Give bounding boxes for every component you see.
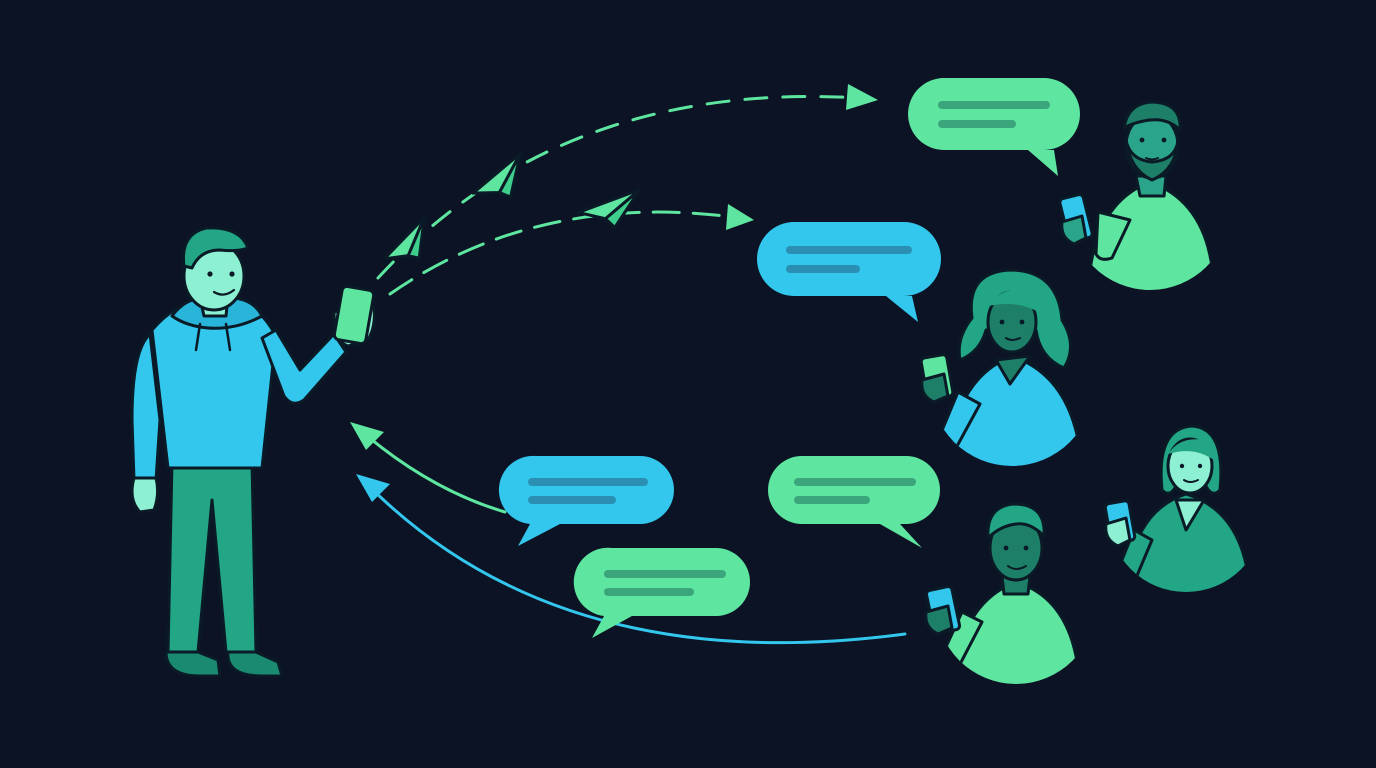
paper-plane-icon — [576, 188, 642, 230]
incoming-arcs — [350, 422, 907, 645]
recipient-man — [924, 502, 1082, 684]
sender-person — [130, 226, 376, 678]
incoming-bubble-green-left — [573, 547, 750, 638]
outgoing-arcs — [376, 84, 878, 296]
paper-planes — [382, 151, 642, 261]
recipient-short-hair-woman — [1103, 424, 1252, 592]
incoming-arc-lower — [363, 480, 907, 645]
paper-plane-icon — [382, 215, 426, 261]
recipient-bearded-man — [1058, 100, 1216, 290]
paper-plane-icon — [471, 151, 522, 199]
arrow-head-icon — [356, 474, 390, 502]
outgoing-bubble-cyan — [757, 222, 941, 322]
outgoing-bubble-green — [908, 78, 1080, 176]
outgoing-arc-middle — [388, 210, 742, 296]
recipient-curly-woman — [919, 268, 1084, 466]
arrow-head-icon — [726, 204, 754, 230]
arrow-head-icon — [350, 422, 384, 450]
incoming-bubble-green-right — [768, 456, 940, 548]
incoming-bubble-cyan — [498, 455, 674, 546]
incoming-arc-upper — [358, 428, 507, 514]
smartphone-icon — [332, 284, 376, 346]
arrow-head-icon — [846, 84, 878, 110]
